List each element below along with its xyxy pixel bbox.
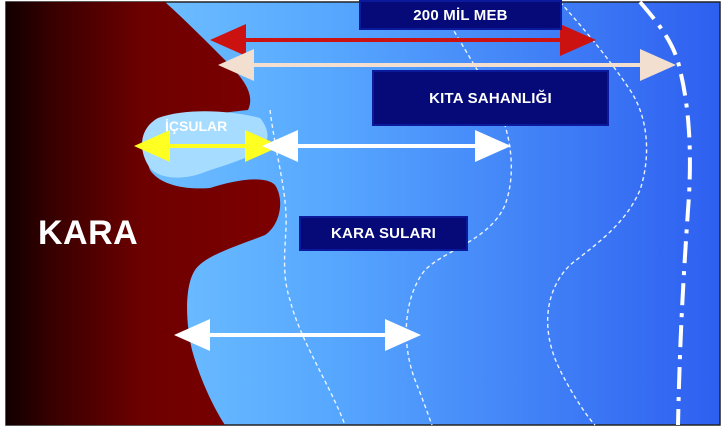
territorial-sea-boundary xyxy=(269,109,346,426)
land-label: KARA xyxy=(38,214,139,252)
meb-label: 200 MİL MEB xyxy=(359,0,562,30)
icsular-label: İÇSULAR xyxy=(165,118,228,134)
continental-shelf-boundary xyxy=(638,0,692,426)
kita-sahanligi-label: KITA SAHANLIĞI xyxy=(372,70,609,126)
land-mass xyxy=(6,2,281,425)
eez-boundary xyxy=(547,1,648,426)
contiguous-zone-boundary xyxy=(405,1,513,426)
kara-sulari-label: KARA SULARI xyxy=(299,216,468,251)
